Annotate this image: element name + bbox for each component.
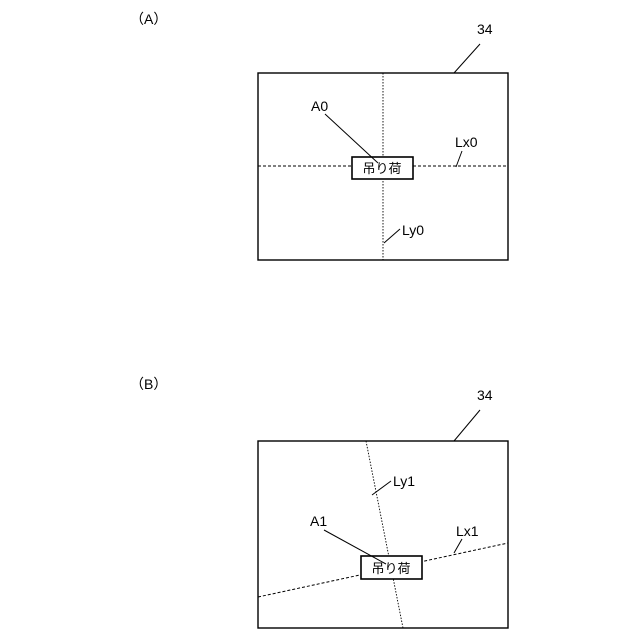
panel-a-line-x-label: Lx0	[455, 134, 478, 150]
panel-a-point-label: A0	[311, 98, 328, 114]
panel-a-line-x-leader	[456, 151, 462, 167]
panel-b-load-label: 吊り荷	[371, 562, 410, 577]
panel-b-line-y-label: Ly1	[393, 473, 415, 489]
panel-b-line-x-label: Lx1	[456, 523, 479, 539]
panel-b-point-label: A1	[310, 513, 327, 529]
panel-b-ref-leader	[454, 410, 480, 441]
panel-a-ref-leader	[454, 44, 480, 73]
panel-b-line-y-leader	[372, 481, 391, 495]
panel-a-line-y-leader	[384, 229, 400, 243]
panel-b-point-leader	[324, 530, 386, 564]
panel-a-point-leader	[325, 114, 378, 163]
panel-b-ref-number: 34	[477, 387, 493, 403]
panel-b-line-x-leader	[454, 539, 462, 553]
panel-a-ref-number: 34	[477, 21, 493, 37]
panel-a: （A） 34 吊り荷 A0 Lx0 Ly0	[130, 11, 508, 260]
panel-a-load-label: 吊り荷	[362, 162, 401, 177]
panel-b: （B） 34 吊り荷 Ly1 A1 Lx1	[130, 376, 508, 628]
panel-a-line-y-label: Ly0	[402, 222, 424, 238]
panel-b-label: （B）	[130, 376, 167, 392]
panel-a-label: （A）	[130, 11, 167, 27]
panel-b-line-y	[366, 441, 403, 628]
